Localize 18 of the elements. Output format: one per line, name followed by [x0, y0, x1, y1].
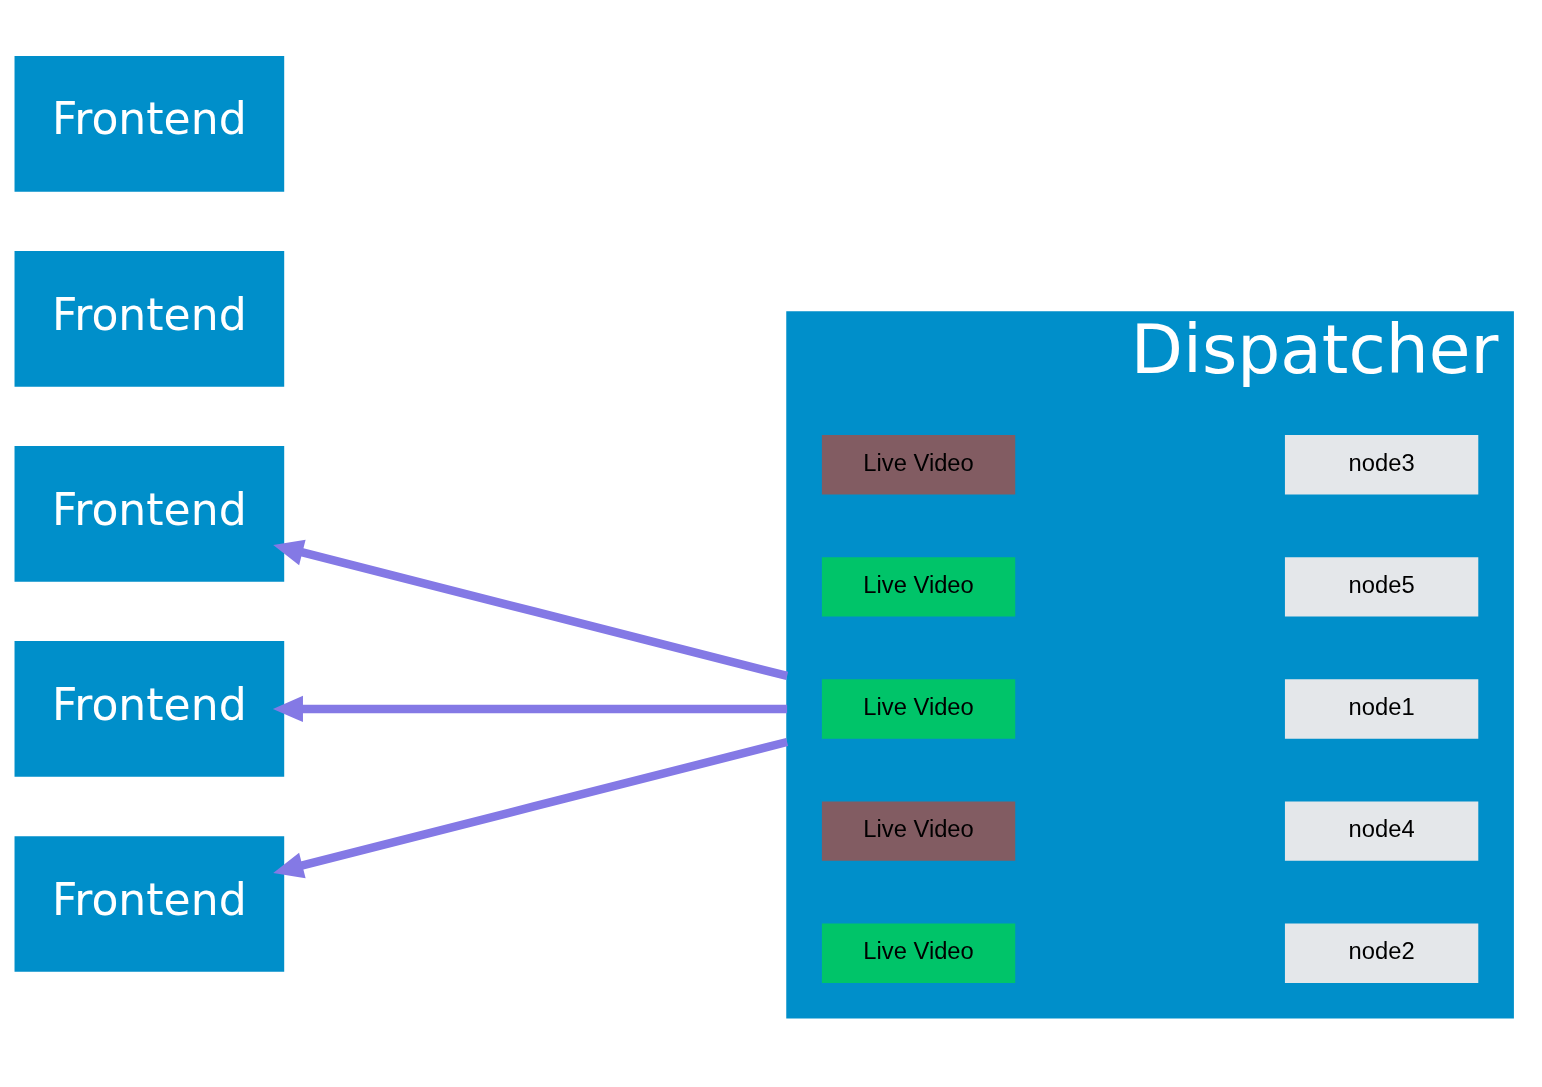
- node-box: Live Video: [820, 677, 1017, 740]
- node-box: Live Video: [820, 554, 1017, 618]
- arrow: [273, 539, 789, 680]
- node-box: Frontend: [14, 250, 285, 387]
- node-box: node3: [1283, 432, 1480, 496]
- node-box: node2: [1283, 921, 1480, 985]
- arrow: [272, 695, 788, 722]
- node-box: node1: [1283, 677, 1480, 740]
- node-box: Frontend: [14, 835, 285, 972]
- node-box: node5: [1283, 554, 1480, 618]
- node-box: node4: [1283, 799, 1480, 862]
- node-box: Frontend: [14, 640, 285, 777]
- node-box: Live Video: [820, 432, 1017, 496]
- node-box: Frontend: [14, 445, 285, 582]
- node-box: Frontend: [14, 55, 285, 192]
- arrow: [273, 737, 789, 878]
- node-box: Live Video: [820, 921, 1017, 985]
- node-box: Live Video: [820, 799, 1017, 862]
